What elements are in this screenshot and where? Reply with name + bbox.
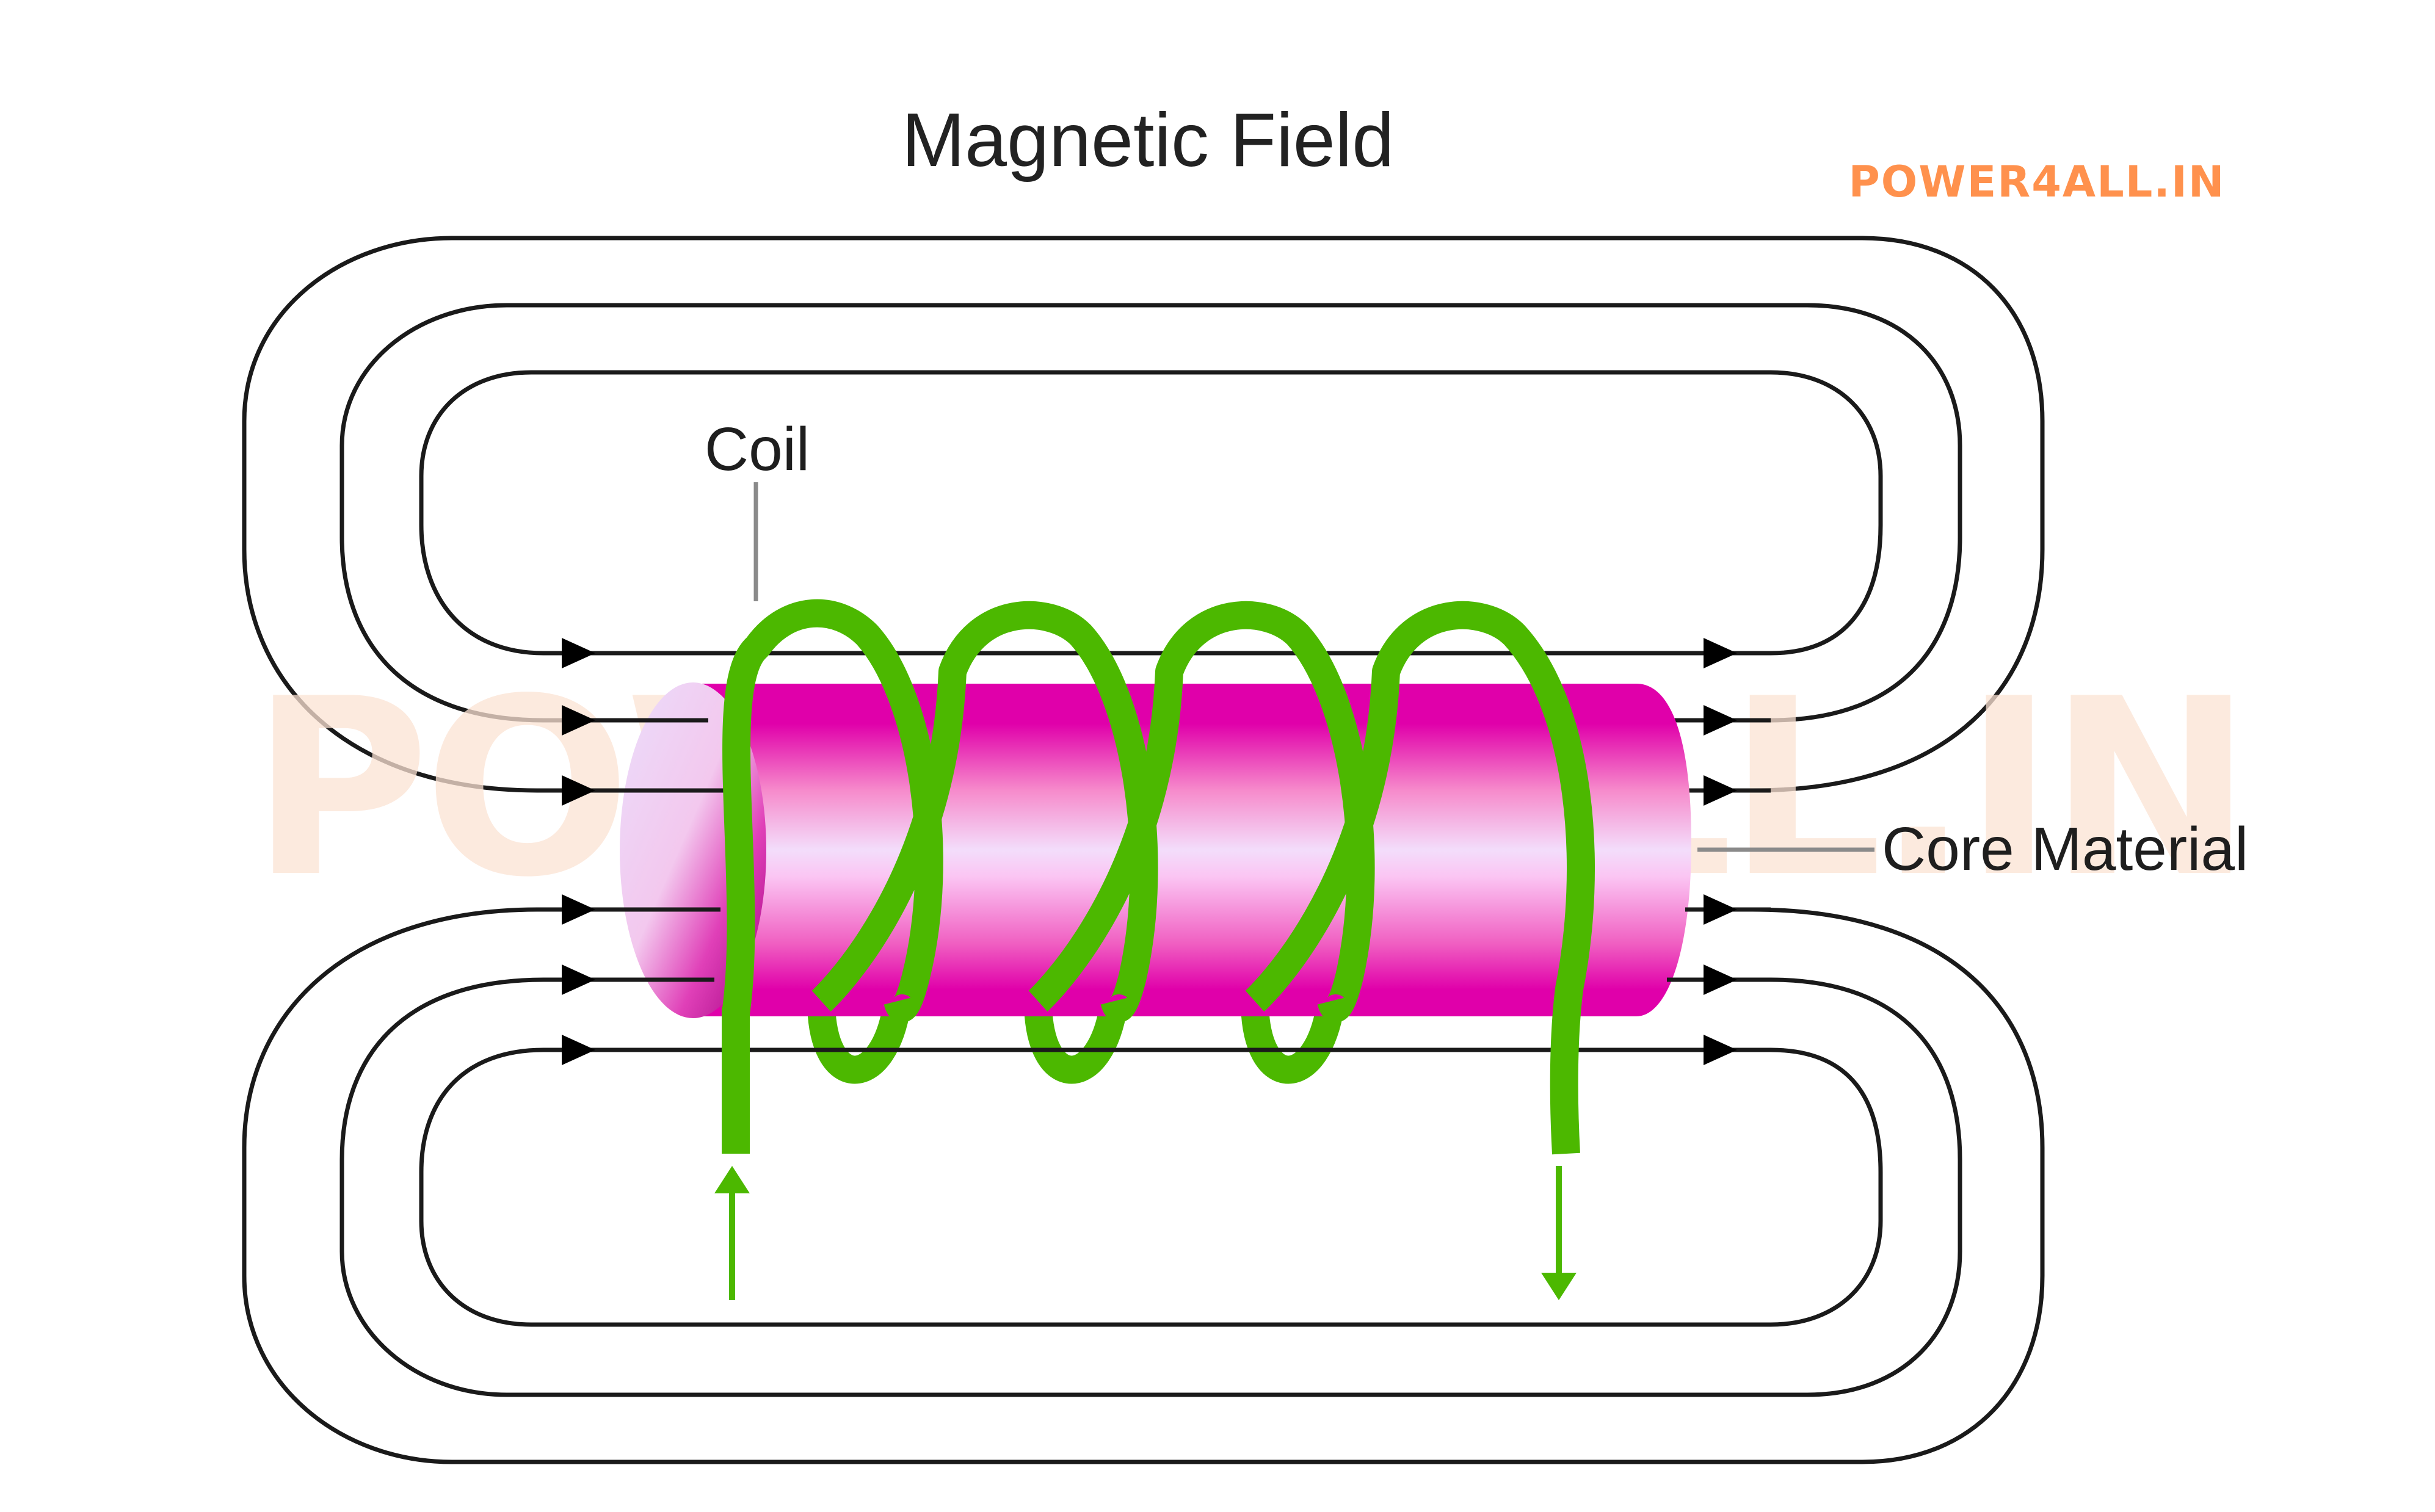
arrow-right-icon: [1704, 1035, 1737, 1065]
arrow-right-icon: [1704, 705, 1737, 736]
arrow-right-icon: [562, 775, 595, 806]
arrow-right-icon: [562, 638, 595, 668]
arrow-up-icon: [714, 1166, 750, 1193]
field-line: [242, 907, 2045, 1464]
arrow-right-icon: [562, 705, 595, 736]
field-line: [419, 1047, 1883, 1327]
coil-back: [807, 999, 1345, 1084]
arrow-right-icon: [562, 1035, 595, 1065]
field-line: [339, 303, 1962, 723]
coil-turn: [722, 599, 943, 1022]
arrow-right-icon: [562, 894, 595, 925]
coil-turn: [811, 601, 1158, 1022]
core-material-label: Core Material: [1882, 815, 2248, 883]
current-in-arrow: [714, 1166, 750, 1300]
arrow-down-icon: [1541, 1273, 1577, 1300]
field-arrows-right: [1704, 638, 1737, 1065]
field-lines-bottom: [242, 907, 2045, 1464]
field-line: [419, 370, 1883, 656]
arrow-right-icon: [1704, 964, 1737, 995]
field-lines-top: [242, 236, 2045, 793]
field-line: [242, 236, 2045, 793]
brand-logo-text: POWER4ALL.IN: [1848, 157, 2225, 207]
arrow-right-icon: [1704, 894, 1737, 925]
field-arrows-left: [562, 638, 595, 1065]
arrow-right-icon: [1704, 638, 1737, 668]
diagram-title: Magnetic Field: [902, 98, 1394, 183]
coil-label: Coil: [705, 415, 810, 483]
coil-turn: [1028, 601, 1375, 1022]
coil: [722, 599, 1595, 1155]
coil-turn: [1245, 601, 1595, 1155]
arrow-right-icon: [562, 964, 595, 995]
field-line: [339, 977, 1962, 1397]
current-out-arrow: [1541, 1166, 1577, 1300]
arrow-right-icon: [1704, 775, 1737, 806]
